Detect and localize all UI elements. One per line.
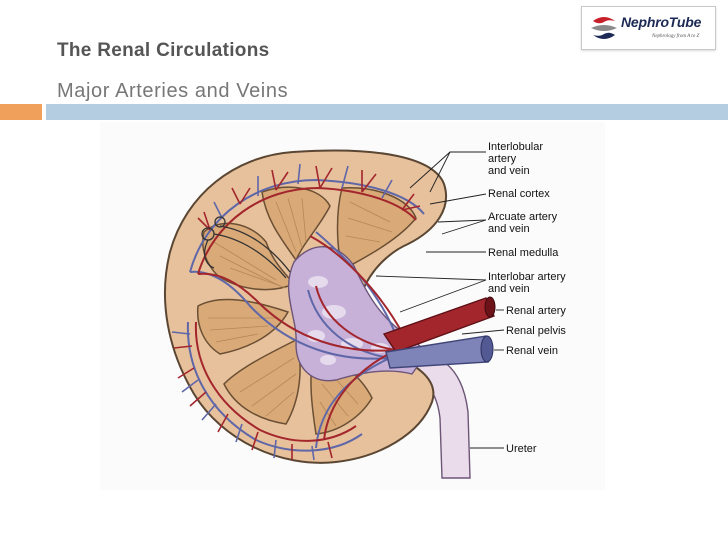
- nephrotube-logo: NephroTube Nephrology from A to Z: [581, 6, 716, 50]
- kidney-diagram: Interlobular artery and vein Renal corte…: [90, 122, 610, 492]
- label-renal-medulla: Renal medulla: [488, 247, 559, 259]
- slide-subtitle: Major Arteries and Veins: [57, 80, 289, 102]
- label-ureter: Ureter: [506, 443, 537, 455]
- label-renal-pelvis: Renal pelvis: [506, 325, 566, 337]
- accent-bar-orange: [0, 104, 42, 120]
- label-arcuate-line1: Arcuate artery: [488, 211, 558, 223]
- logo-brand-text: NephroTube: [621, 14, 702, 30]
- accent-bar-blue: [46, 104, 728, 120]
- label-interlobar-line1: Interlobar artery: [488, 271, 566, 283]
- label-interlobular-line3: and vein: [488, 165, 530, 177]
- interlobular-branches: [171, 163, 421, 461]
- nephron-loop: [201, 216, 291, 279]
- medulla-pyramid: [336, 187, 417, 272]
- slide-title: The Renal Circulations: [57, 40, 270, 61]
- logo-swirl-icon: [591, 17, 617, 39]
- label-renal-cortex: Renal cortex: [488, 188, 550, 200]
- renal-artery: [382, 297, 495, 353]
- medulla-striations: [208, 197, 393, 427]
- label-renal-artery: Renal artery: [506, 305, 566, 317]
- kidney-diagram-svg: Interlobular artery and vein Renal corte…: [100, 122, 605, 490]
- label-renal-vein: Renal vein: [506, 345, 558, 357]
- label-interlobular-line2: artery: [488, 153, 517, 165]
- leader-lines: [375, 151, 505, 449]
- label-interlobular-line1: Interlobular: [488, 141, 543, 153]
- renal-vein-opening: [480, 335, 494, 363]
- medulla-pyramid: [196, 298, 290, 355]
- renal-artery-opening: [484, 296, 496, 318]
- label-interlobar-line2: and vein: [488, 283, 530, 295]
- artery-network: [194, 186, 417, 442]
- logo-tagline: Nephrology from A to Z: [652, 34, 700, 39]
- label-arcuate-line2: and vein: [488, 223, 530, 235]
